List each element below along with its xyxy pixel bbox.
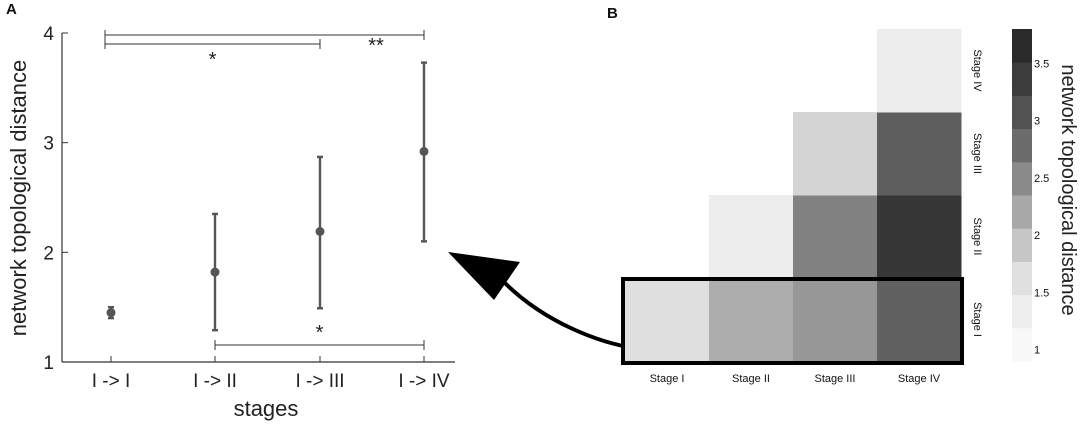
colorbar-segment: [1012, 62, 1032, 96]
significance-label: *: [209, 49, 217, 71]
heatmap-x-label: Stage III: [815, 373, 856, 385]
colorbar-tick-label: 1.5: [1034, 287, 1049, 299]
heatmap-cell: [709, 278, 794, 362]
x-tick-label: I -> IV: [398, 371, 450, 392]
data-point: [315, 226, 325, 236]
heatmap-cell: [793, 112, 878, 196]
heatmap-cell: [709, 195, 794, 279]
heatmap-cell: [625, 278, 710, 362]
colorbar-segment: [1012, 29, 1032, 63]
x-axis-label: stages: [234, 396, 299, 421]
panel-b-letter: B: [607, 5, 618, 22]
panel-b: Stage I Stage II Stage III Stage IV Stage I…: [621, 29, 1079, 385]
x-tick-label: I -> III: [295, 371, 344, 392]
heatmap-cell: [793, 278, 878, 362]
colorbar-segment: [1012, 128, 1032, 163]
colorbar-segment: [1012, 228, 1032, 262]
heatmap-cell: [877, 29, 962, 113]
heatmap-y-label: Stage III: [971, 133, 983, 174]
heatmap-x-label: Stage I: [650, 373, 685, 385]
heatmap-x-label: Stage IV: [898, 373, 941, 385]
x-tick-label: I -> I: [92, 371, 131, 392]
arrow-head-icon: [448, 252, 520, 300]
heatmap-cell: [877, 195, 962, 279]
heatmap-cell: [793, 195, 878, 279]
colorbar-tick-label: 1: [1034, 345, 1040, 357]
heatmap-y-label: Stage II: [971, 218, 983, 256]
heatmap-cell: [877, 112, 962, 196]
y-tick-label: 3: [43, 134, 54, 155]
significance-label: **: [368, 35, 384, 57]
data-point: [210, 267, 220, 277]
heatmap-y-label: Stage I: [971, 302, 983, 337]
colorbar-tick-label: 3: [1034, 116, 1040, 128]
data-point: [419, 146, 429, 156]
colorbar-segment: [1012, 195, 1032, 229]
colorbar-tick-label: 3.5: [1034, 58, 1049, 70]
panel-a-letter: A: [6, 1, 17, 18]
significance-label: *: [316, 322, 324, 344]
colorbar-segment: [1012, 261, 1032, 296]
colorbar-label: network topological distance: [1057, 64, 1079, 315]
y-tick-label: 4: [43, 24, 54, 45]
data-point: [106, 308, 116, 318]
colorbar-segment: [1012, 95, 1032, 130]
colorbar-tick-label: 2.5: [1034, 173, 1049, 185]
colorbar-segment: [1012, 161, 1032, 196]
y-axis-label: network topological distance: [6, 60, 31, 336]
heatmap-cell: [877, 278, 962, 362]
x-tick-label: I -> II: [193, 371, 237, 392]
heatmap-y-label: Stage IV: [971, 49, 983, 92]
y-tick-label: 2: [43, 243, 54, 264]
y-tick-label: 1: [43, 353, 54, 374]
colorbar-tick-label: 2: [1034, 230, 1040, 242]
colorbar-segment: [1012, 294, 1032, 329]
colorbar-segment: [1012, 327, 1032, 362]
heatmap-x-label: Stage II: [732, 373, 770, 385]
highlight-box: [621, 277, 964, 365]
